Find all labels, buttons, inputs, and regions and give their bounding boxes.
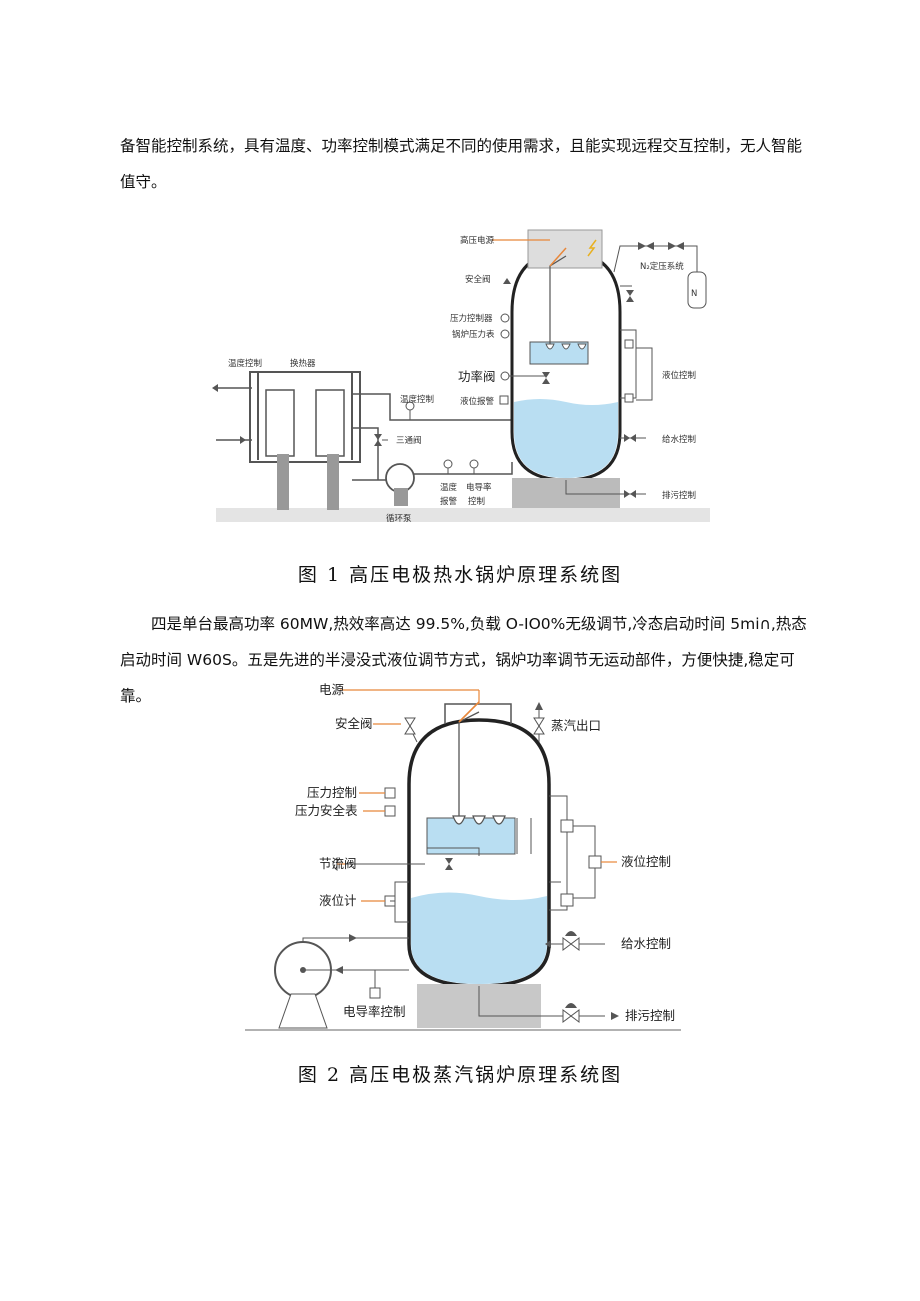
fig2-label-pressure-ctrl: 压力控制 <box>307 785 357 800</box>
fig1-label-pressure-gauge: 锅炉压力表 <box>452 329 495 340</box>
fig2-label-cond-ctrl: 电导率控制 <box>343 1004 406 1019</box>
fig2-label-safety-valve: 安全阀 <box>335 716 373 731</box>
fig2-label-pressure-safety: 压力安全表 <box>295 803 358 818</box>
fig1-label-level-alarm: 液位报警 <box>460 396 495 407</box>
fig2-label-feed-ctrl: 给水控制 <box>621 936 671 951</box>
fig1-label-three-way: 三通阀 <box>396 435 422 446</box>
fig1-label-temp-alarm-2: 报警 <box>440 496 458 507</box>
fig2-label-level-ctrl: 液位控制 <box>621 854 671 869</box>
fig1-label-n2-system: N₂定压系统 <box>640 261 684 272</box>
fig2-label-power: 电源 <box>319 682 345 697</box>
svg-text:N: N <box>691 289 697 299</box>
fig1-label-temp-ctrl-left: 温度控制 <box>228 358 262 369</box>
fig1-label-cond-ctrl-2: 控制 <box>468 496 485 507</box>
fig1-label-high-voltage: 高压电源 <box>460 235 495 246</box>
fig2-label-throttle: 节流阀 <box>319 856 357 871</box>
figure-1-hot-water-boiler-diagram: N 高压电源 安全阀 N₂定压系统 压力控制器 锅炉压力表 功率阀 液位报警 液… <box>212 229 710 524</box>
fig1-label-level-ctrl: 液位控制 <box>662 370 696 381</box>
figure-2-steam-boiler-diagram: 电源 安全阀 蒸汽出口 压力控制 压力安全表 节流阀 液位控制 液位计 给水控制… <box>245 682 681 1031</box>
fig1-label-safety-valve: 安全阀 <box>465 274 491 285</box>
fig1-label-feed-ctrl: 给水控制 <box>662 434 696 445</box>
fig2-label-level-meter: 液位计 <box>319 893 357 908</box>
paragraph-2: 四是单台最高功率 60MW,热效率高达 99.5%,负载 O-IO0%无级调节,… <box>120 615 807 705</box>
fig1-label-power-valve: 功率阀 <box>458 369 496 384</box>
paragraph-1: 备智能控制系统，具有温度、功率控制模式满足不同的使用需求，且能实现远程交互控制，… <box>120 137 803 191</box>
caption-1: 图 1 高压电极热水锅炉原理系统图 <box>297 564 623 586</box>
fig1-label-heat-exchanger: 换热器 <box>290 358 316 369</box>
caption-2: 图 2 高压电极蒸汽锅炉原理系统图 <box>297 1064 623 1086</box>
fig1-label-pump: 循环泵 <box>386 513 412 524</box>
fig1-label-blowdown-ctrl: 排污控制 <box>662 490 696 501</box>
fig1-label-pressure-ctrl: 压力控制器 <box>450 313 493 324</box>
fig1-label-temp-alarm-1: 温度 <box>440 482 458 493</box>
fig1-label-cond-ctrl-1: 电导率 <box>466 482 492 493</box>
fig2-label-steam-out: 蒸汽出口 <box>551 718 601 733</box>
fig2-label-blowdown-ctrl: 排污控制 <box>625 1008 675 1023</box>
fig1-label-temp-ctrl-mid: 温度控制 <box>400 394 434 405</box>
